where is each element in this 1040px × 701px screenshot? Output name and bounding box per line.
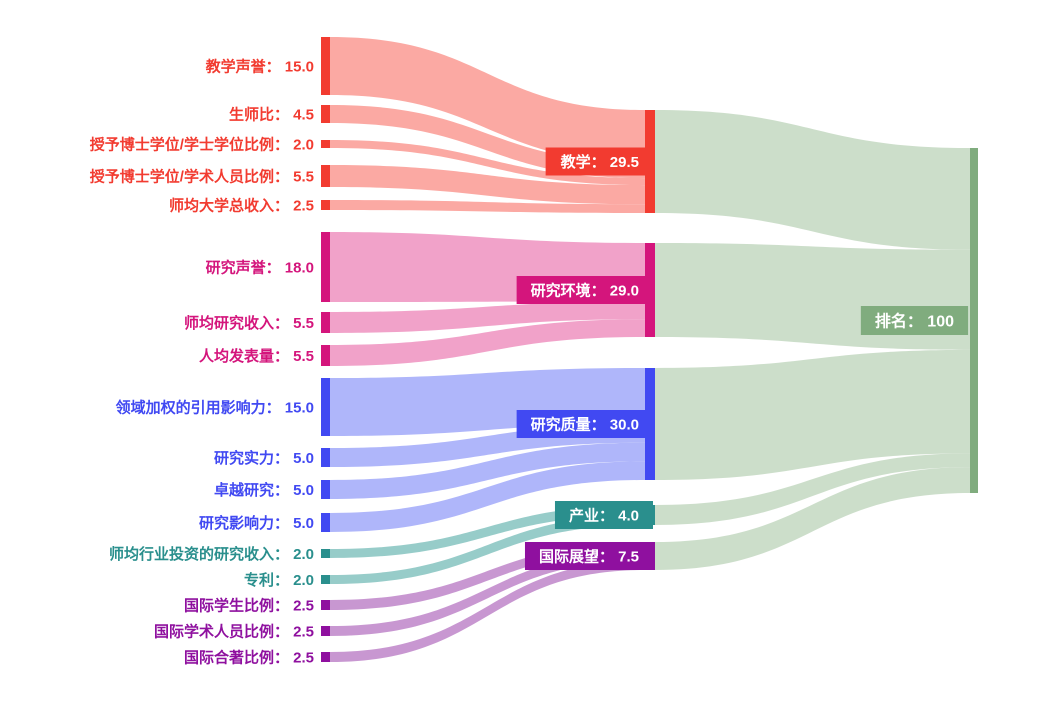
label-doctorate_staff_ratio: 授予博士学位/学术人员比例： 5.5 <box>90 168 314 186</box>
label-research_environment: 研究环境： 29.0 <box>531 281 639 299</box>
flow-international_outlook-ranking[interactable] <box>655 467 970 570</box>
flow-international_staff-international_outlook[interactable] <box>330 551 645 636</box>
node-institutional_income[interactable] <box>321 200 330 210</box>
label-international_outlook: 国际展望： 7.5 <box>539 547 639 565</box>
flow-teaching-ranking[interactable] <box>655 110 970 250</box>
flow-patents-industry[interactable] <box>330 515 645 584</box>
label-box-international_outlook <box>524 542 653 570</box>
node-research_reputation[interactable] <box>321 232 330 302</box>
label-international_students: 国际学生比例： 2.5 <box>184 597 314 615</box>
node-research_influence[interactable] <box>321 513 330 532</box>
label-teaching: 教学： 29.5 <box>560 153 639 171</box>
node-industry_income[interactable] <box>321 549 330 558</box>
label-box-ranking <box>860 306 969 335</box>
label-patents: 专利： 2.0 <box>244 571 314 589</box>
label-research_strength: 研究实力： 5.0 <box>214 449 314 467</box>
label-ranking: 排名： 100 <box>875 311 954 330</box>
flow-doctorate_bachelor_ratio-teaching[interactable] <box>330 140 645 186</box>
label-student_staff_ratio: 生师比： 4.5 <box>229 106 314 124</box>
label-industry_income: 师均行业投资的研究收入： 2.0 <box>109 545 314 563</box>
label-box-research_quality <box>516 410 653 438</box>
node-research_excellence[interactable] <box>321 480 330 499</box>
node-international_students[interactable] <box>321 600 330 610</box>
node-doctorate_staff_ratio[interactable] <box>321 165 330 187</box>
flow-international_coauthorship-international_outlook[interactable] <box>330 560 645 662</box>
node-student_staff_ratio[interactable] <box>321 105 330 123</box>
flow-research_excellence-research_quality[interactable] <box>330 442 645 499</box>
label-citation_impact: 领域加权的引用影响力： 15.0 <box>115 399 314 417</box>
node-teaching_reputation[interactable] <box>321 37 330 95</box>
node-patents[interactable] <box>321 575 330 584</box>
label-doctorate_bachelor_ratio: 授予博士学位/学士学位比例： 2.0 <box>90 136 314 154</box>
label-research_productivity: 人均发表量： 5.5 <box>199 347 314 365</box>
node-research_productivity[interactable] <box>321 345 330 366</box>
node-citation_impact[interactable] <box>321 378 330 436</box>
label-box-industry <box>554 501 653 529</box>
flow-doctorate_staff_ratio-teaching[interactable] <box>330 165 645 205</box>
flow-research_productivity-research_environment[interactable] <box>330 319 645 366</box>
label-international_coauthorship: 国际合著比例： 2.5 <box>184 649 314 667</box>
label-research_quality: 研究质量： 30.0 <box>531 415 639 433</box>
label-international_staff: 国际学术人员比例： 2.5 <box>154 623 314 641</box>
node-ranking[interactable] <box>970 148 978 493</box>
flow-institutional_income-teaching[interactable] <box>330 200 645 213</box>
label-research_income: 师均研究收入： 5.5 <box>184 314 314 332</box>
label-teaching_reputation: 教学声誉： 15.0 <box>205 58 314 76</box>
label-box-research_environment <box>516 276 653 304</box>
node-research_income[interactable] <box>321 312 330 333</box>
flow-research_income-research_environment[interactable] <box>330 301 645 333</box>
flow-international_students-international_outlook[interactable] <box>330 542 645 610</box>
label-box-teaching <box>545 147 653 176</box>
node-doctorate_bachelor_ratio[interactable] <box>321 140 330 148</box>
node-international_staff[interactable] <box>321 626 330 636</box>
flow-research_influence-research_quality[interactable] <box>330 461 645 532</box>
label-institutional_income: 师均大学总收入： 2.5 <box>169 197 314 215</box>
label-research_reputation: 研究声誉： 18.0 <box>206 259 314 277</box>
label-research_excellence: 卓越研究： 5.0 <box>214 481 314 499</box>
flow-industry-ranking[interactable] <box>655 453 970 525</box>
flow-research_quality-ranking[interactable] <box>655 349 970 480</box>
flow-teaching_reputation-teaching[interactable] <box>330 37 645 163</box>
node-international_coauthorship[interactable] <box>321 652 330 662</box>
label-research_influence: 研究影响力： 5.0 <box>199 514 314 532</box>
label-industry: 产业： 4.0 <box>569 506 639 524</box>
node-research_strength[interactable] <box>321 448 330 467</box>
